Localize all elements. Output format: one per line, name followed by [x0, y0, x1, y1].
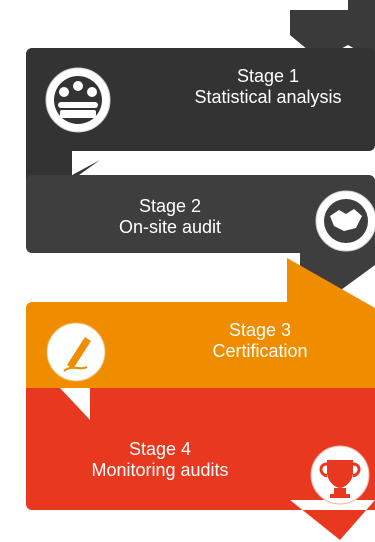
handshake-icon [315, 190, 375, 252]
pen-signature-icon [46, 322, 106, 382]
stage-3-background [26, 258, 375, 388]
trophy-icon [310, 445, 370, 505]
group-meeting-icon [45, 67, 111, 133]
stage-2-background [26, 175, 375, 253]
stage-2-block [26, 175, 375, 298]
stage-4-block [26, 388, 375, 540]
top-chevron [290, 0, 375, 60]
stage-3-block [26, 258, 375, 388]
stage-1-background [26, 48, 375, 151]
stage-4-background [26, 388, 375, 540]
stage-2-arrow [290, 245, 375, 298]
